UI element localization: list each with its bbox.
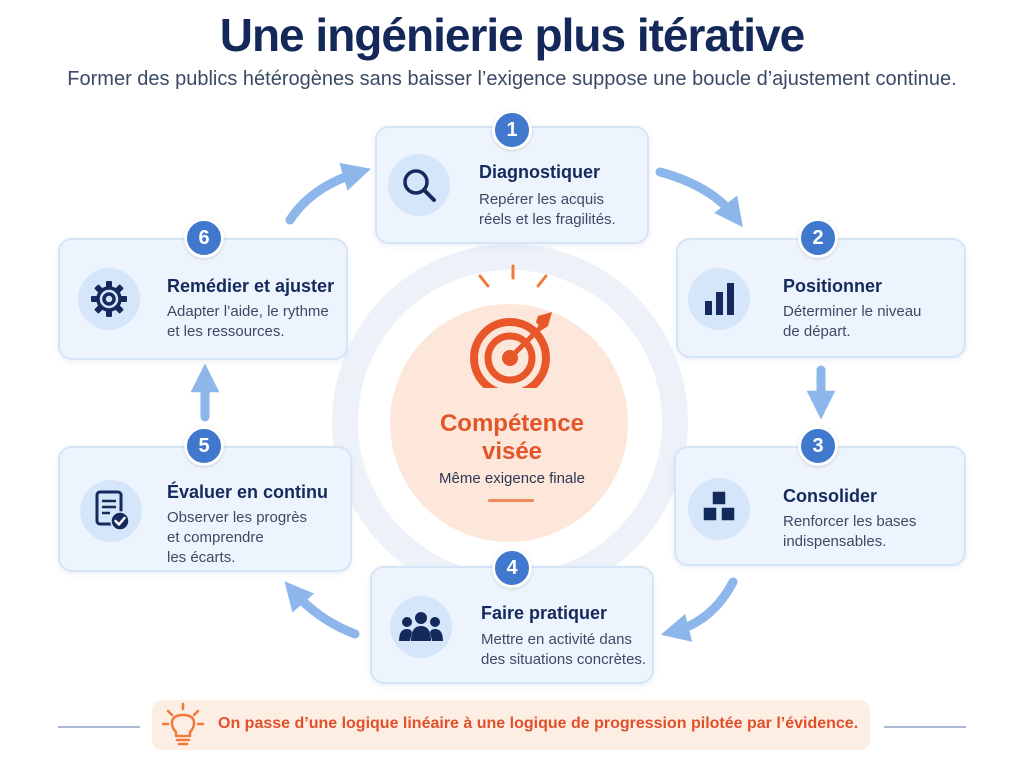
step-title: Positionner — [783, 276, 883, 296]
step-description: Déterminer le niveau de départ. — [783, 303, 922, 340]
center-title: Compétence visée — [439, 410, 585, 465]
step-title: Diagnostiquer — [479, 162, 601, 182]
step-description: Repérer les acquis réels et les fragilit… — [479, 191, 616, 228]
magnifier-icon — [403, 169, 436, 202]
arrow-4-to-5 — [284, 581, 360, 639]
center-subtitle: Même exigence finale — [439, 470, 585, 487]
step-icon-circle — [80, 480, 142, 542]
step-card-remedier — [58, 238, 348, 360]
step-icon-circle — [688, 268, 750, 330]
gear-icon — [91, 281, 127, 317]
step-icon-circle — [390, 596, 452, 658]
arrow-6-to-1 — [285, 163, 372, 225]
step-title: Évaluer en continu — [167, 482, 329, 502]
step-number-badge: 6 — [184, 218, 224, 258]
footer-callout — [152, 700, 870, 750]
people-icon — [399, 612, 443, 641]
step-number-badge: 5 — [184, 426, 224, 466]
step-number-badge: 1 — [492, 110, 532, 150]
footer-text: On passe d’une logique linéaire à une lo… — [218, 715, 859, 732]
step-description: Observer les progrès et comprendre les é… — [167, 509, 308, 566]
step-description: Renforcer les bases indispensables. — [783, 513, 917, 550]
step-number-badge: 4 — [492, 548, 532, 588]
step-title: Remédier et ajuster — [167, 276, 335, 296]
step-title: Faire pratiquer — [481, 603, 608, 623]
step-description: Mettre en activité dans des situations c… — [481, 631, 647, 668]
arrow-3-to-4 — [660, 577, 738, 642]
step-number-badge: 2 — [798, 218, 838, 258]
step-description: Adapter l’aide, le rythme et les ressour… — [167, 303, 329, 340]
checklist-icon — [95, 490, 130, 531]
step-title: Consolider — [783, 486, 878, 506]
center-circle — [390, 304, 628, 542]
page-title: Une ingénierie plus itérative — [219, 9, 806, 61]
step-icon-circle — [688, 478, 750, 540]
step-icon-circle — [388, 154, 450, 216]
arrow-1-to-2 — [655, 167, 743, 228]
footer-divider-right — [884, 726, 966, 728]
footer-divider-left — [58, 726, 140, 728]
bar-chart-icon — [705, 283, 734, 315]
target-icon — [470, 264, 552, 388]
page-subtitle: Former des publics hétérogènes sans bais… — [67, 68, 957, 90]
step-number-badge: 3 — [798, 426, 838, 466]
center-divider — [488, 499, 534, 502]
blocks-icon — [702, 490, 736, 522]
step-icon-circle — [78, 268, 140, 330]
lightbulb-icon — [161, 702, 205, 746]
